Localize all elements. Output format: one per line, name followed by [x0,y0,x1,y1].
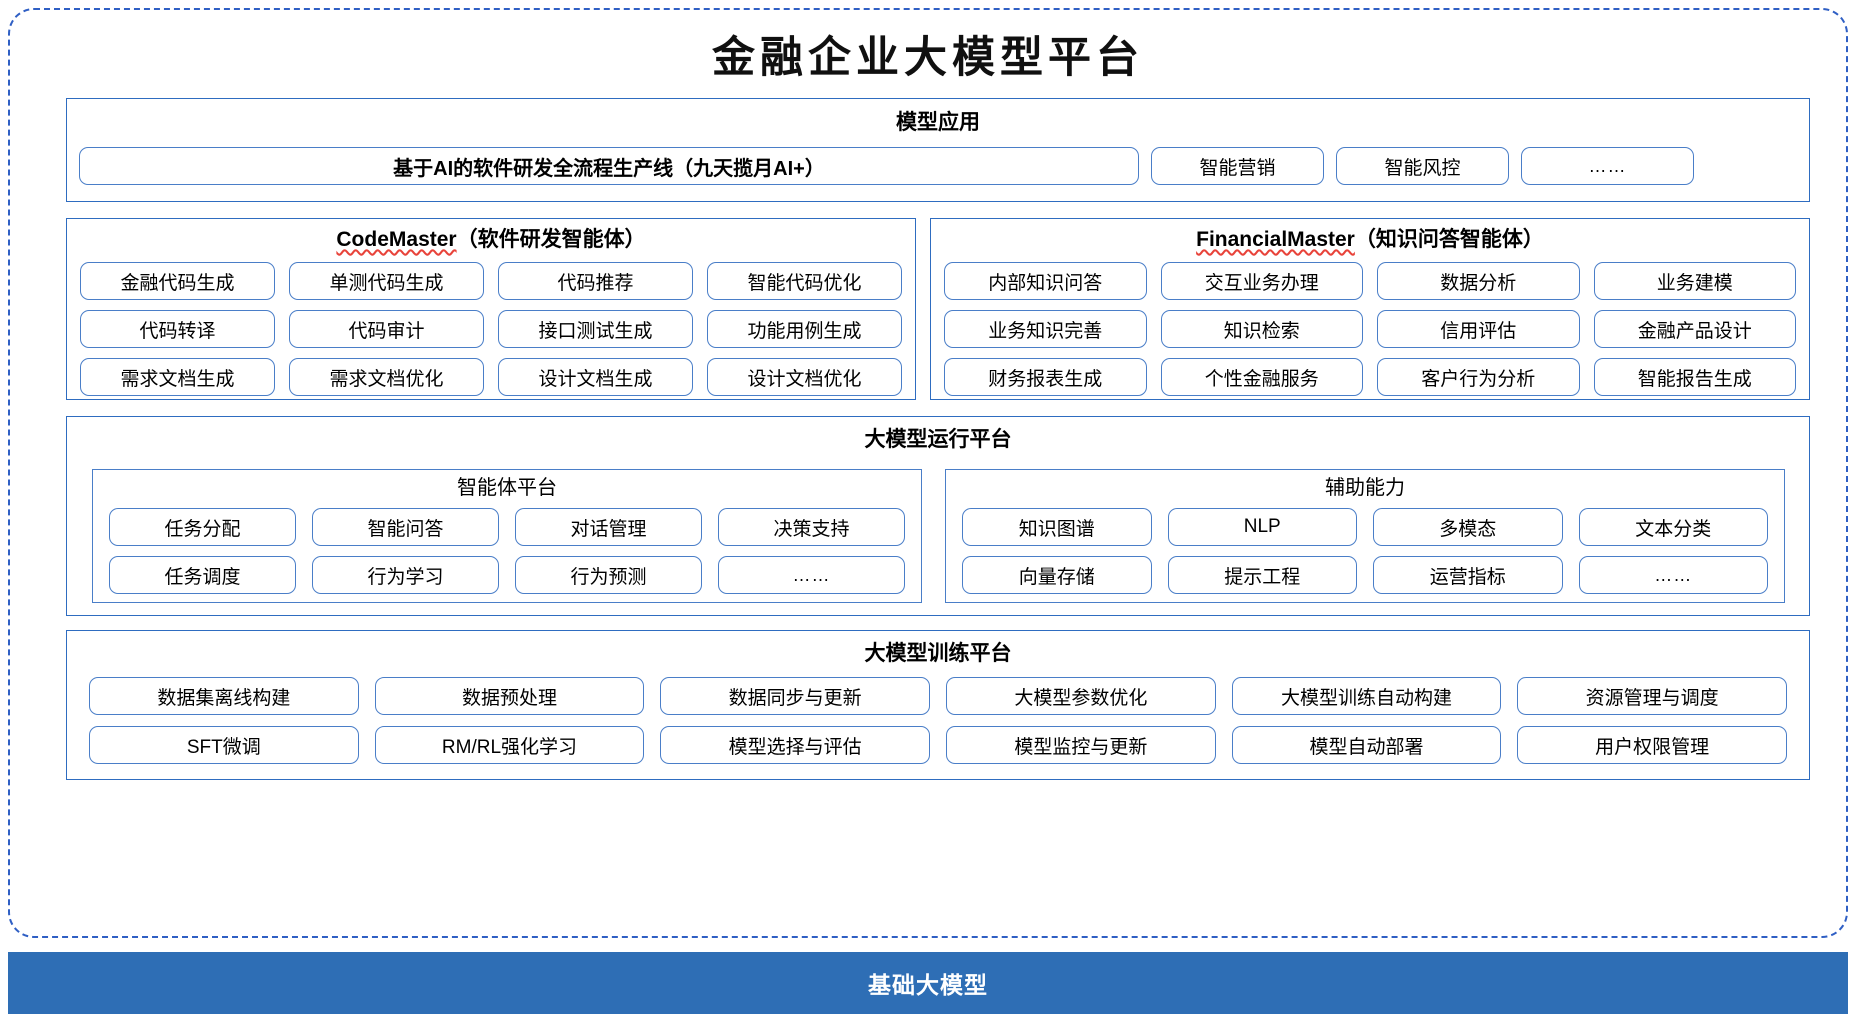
train-chip-6[interactable]: SFT微调 [89,726,359,764]
fin-chip-2[interactable]: 数据分析 [1377,262,1580,300]
agent-platform-grid: 任务分配 智能问答 对话管理 决策支持 任务调度 行为学习 行为预测 …… [109,508,905,594]
section-title-code-master: CodeMaster（软件研发智能体） [67,229,915,250]
code-chip-9[interactable]: 需求文档优化 [289,358,484,396]
aux-chip-0[interactable]: 知识图谱 [962,508,1152,546]
agent-chip-0[interactable]: 任务分配 [109,508,296,546]
fin-chip-11[interactable]: 智能报告生成 [1593,358,1796,396]
code-chip-11[interactable]: 设计文档优化 [707,358,902,396]
train-chip-9[interactable]: 模型监控与更新 [945,726,1216,764]
code-chip-5[interactable]: 代码审计 [289,310,484,348]
aux-chip-7-more[interactable]: …… [1578,556,1768,594]
section-title-runtime-platform: 大模型运行平台 [864,428,1012,451]
train-chip-3[interactable]: 大模型参数优化 [945,677,1216,715]
train-chip-7[interactable]: RM/RL强化学习 [374,726,645,764]
code-chip-6[interactable]: 接口测试生成 [498,310,693,348]
fin-chip-3[interactable]: 业务建模 [1593,262,1796,300]
financial-master-grid: 内部知识问答 交互业务办理 数据分析 业务建模 业务知识完善 知识检索 信用评估… [944,262,1796,396]
aux-chip-2[interactable]: 多模态 [1373,508,1563,546]
code-chip-10[interactable]: 设计文档生成 [498,358,693,396]
base-model-bar-label: 基础大模型 [868,972,988,998]
fin-chip-9[interactable]: 个性金融服务 [1160,358,1363,396]
fin-chip-8[interactable]: 财务报表生成 [944,358,1147,396]
aux-chip-5[interactable]: 提示工程 [1167,556,1357,594]
fin-chip-4[interactable]: 业务知识完善 [944,310,1147,348]
fin-chip-10[interactable]: 客户行为分析 [1377,358,1580,396]
fin-chip-5[interactable]: 知识检索 [1160,310,1363,348]
agent-chip-5[interactable]: 行为学习 [312,556,499,594]
outer-dashed-container: 金融企业大模型平台 模型应用 基于AI的软件研发全流程生产线（九天揽月AI+） … [8,8,1848,938]
agent-chip-4[interactable]: 任务调度 [109,556,296,594]
section-title-financial-master: FinancialMaster（知识问答智能体） [931,229,1809,250]
base-model-bar: 基础大模型 [8,952,1848,1014]
subsection-title-auxiliary-ability: 辅助能力 [1325,477,1405,499]
page-title: 金融企业大模型平台 [712,33,1144,83]
code-chip-0[interactable]: 金融代码生成 [80,262,275,300]
app-chip-ai-pipeline[interactable]: 基于AI的软件研发全流程生产线（九天揽月AI+） [79,147,1139,185]
train-chip-5[interactable]: 资源管理与调度 [1517,677,1787,715]
section-title-model-application: 模型应用 [896,111,980,134]
subsection-title-agent-platform: 智能体平台 [457,477,557,499]
train-chip-0[interactable]: 数据集离线构建 [89,677,359,715]
train-chip-1[interactable]: 数据预处理 [374,677,645,715]
code-master-subtitle: （软件研发智能体） [456,228,646,251]
agent-chip-6[interactable]: 行为预测 [515,556,702,594]
fin-chip-7[interactable]: 金融产品设计 [1593,310,1796,348]
section-code-master: CodeMaster（软件研发智能体） 金融代码生成 单测代码生成 代码推荐 智… [66,218,916,400]
agent-chip-1[interactable]: 智能问答 [312,508,499,546]
app-chip-smart-marketing[interactable]: 智能营销 [1151,147,1324,185]
train-chip-2[interactable]: 数据同步与更新 [660,677,930,715]
subsection-auxiliary-ability: 辅助能力 知识图谱 NLP 多模态 文本分类 向量存储 提示工程 运营指标 …… [945,469,1785,603]
section-runtime-platform: 大模型运行平台 智能体平台 任务分配 智能问答 对话管理 决策支持 任务调度 行… [66,416,1810,616]
section-financial-master: FinancialMaster（知识问答智能体） 内部知识问答 交互业务办理 数… [930,218,1810,400]
financial-master-name: FinancialMaster [1196,228,1355,251]
aux-chip-3[interactable]: 文本分类 [1578,508,1768,546]
agent-chip-7-more[interactable]: …… [718,556,905,594]
section-model-application: 模型应用 基于AI的软件研发全流程生产线（九天揽月AI+） 智能营销 智能风控 … [66,98,1810,202]
code-chip-7[interactable]: 功能用例生成 [707,310,902,348]
code-chip-1[interactable]: 单测代码生成 [289,262,484,300]
app-chip-more[interactable]: …… [1521,147,1694,185]
train-chip-8[interactable]: 模型选择与评估 [660,726,930,764]
train-chip-11[interactable]: 用户权限管理 [1517,726,1787,764]
code-chip-8[interactable]: 需求文档生成 [80,358,275,396]
fin-chip-0[interactable]: 内部知识问答 [944,262,1147,300]
code-master-grid: 金融代码生成 单测代码生成 代码推荐 智能代码优化 代码转译 代码审计 接口测试… [80,262,902,396]
code-master-name: CodeMaster [336,228,457,251]
fin-chip-1[interactable]: 交互业务办理 [1160,262,1363,300]
app-chip-smart-risk-control[interactable]: 智能风控 [1336,147,1509,185]
aux-chip-1[interactable]: NLP [1167,508,1357,546]
fin-chip-6[interactable]: 信用评估 [1377,310,1580,348]
section-title-training-platform: 大模型训练平台 [864,642,1012,665]
code-chip-2[interactable]: 代码推荐 [498,262,693,300]
section-training-platform: 大模型训练平台 数据集离线构建 数据预处理 数据同步与更新 大模型参数优化 大模… [66,630,1810,780]
financial-master-subtitle: （知识问答智能体） [1354,228,1544,251]
agent-chip-3[interactable]: 决策支持 [718,508,905,546]
model-application-row: 基于AI的软件研发全流程生产线（九天揽月AI+） 智能营销 智能风控 …… [79,147,1797,185]
training-platform-grid: 数据集离线构建 数据预处理 数据同步与更新 大模型参数优化 大模型训练自动构建 … [89,677,1787,764]
code-chip-3[interactable]: 智能代码优化 [707,262,902,300]
aux-chip-4[interactable]: 向量存储 [962,556,1152,594]
aux-chip-6[interactable]: 运营指标 [1373,556,1563,594]
agent-chip-2[interactable]: 对话管理 [515,508,702,546]
train-chip-10[interactable]: 模型自动部署 [1231,726,1502,764]
subsection-agent-platform: 智能体平台 任务分配 智能问答 对话管理 决策支持 任务调度 行为学习 行为预测… [92,469,922,603]
train-chip-4[interactable]: 大模型训练自动构建 [1231,677,1502,715]
code-chip-4[interactable]: 代码转译 [80,310,275,348]
auxiliary-ability-grid: 知识图谱 NLP 多模态 文本分类 向量存储 提示工程 运营指标 …… [962,508,1768,594]
